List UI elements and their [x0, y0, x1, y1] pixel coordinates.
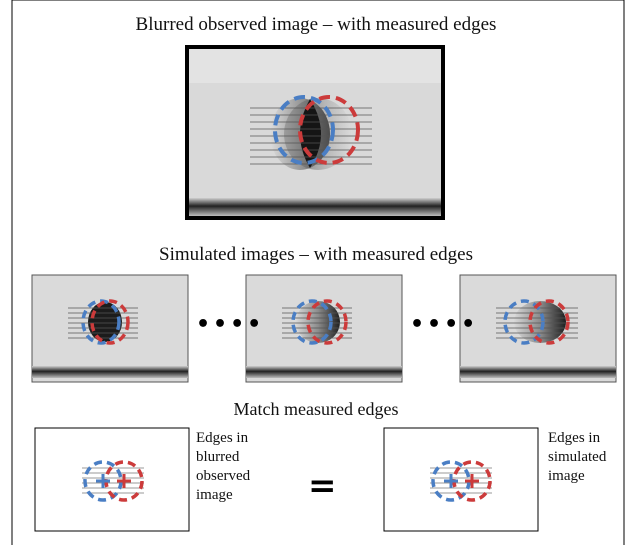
sim3-blue-edge [503, 299, 545, 345]
observed-red-edge [298, 95, 360, 165]
observed-edges-line-4: image [196, 487, 233, 503]
sim2-red-edge [306, 299, 348, 345]
sim3-red-edge [528, 299, 570, 345]
match-box-observed [34, 427, 190, 532]
observed-edges-label: Edges in blurred observed image [196, 429, 250, 505]
sim1-blue-edge [81, 299, 121, 345]
match-box-simulated [383, 427, 539, 532]
simulated-edges-line-1: Edges in [548, 430, 601, 446]
simulated-image-3 [459, 274, 617, 383]
match-title: Match measured edges [233, 399, 399, 419]
simulated-edges-line-3: image [548, 468, 585, 484]
simulated-edges-line-2: simulated [548, 449, 607, 465]
observed-edges-line-1: Edges in [196, 430, 249, 446]
observed-image [185, 45, 445, 220]
observed-edges-line-2: blurred [196, 449, 240, 465]
sim2-blue-edge [291, 299, 333, 345]
sim1-red-edge [90, 299, 130, 345]
simulated-image-2 [245, 274, 403, 383]
observed-blue-edge [273, 95, 335, 165]
simulated-edges-label: Edges in simulated image [548, 429, 606, 486]
simulated-image-1 [31, 274, 189, 383]
observed-edges-line-3: observed [196, 468, 251, 484]
observed-title: Blurred observed image – with measured e… [135, 14, 497, 35]
ellipsis-1: •••• [196, 312, 265, 337]
ellipsis-2: •••• [410, 312, 479, 337]
simulated-title: Simulated images – with measured edges [159, 244, 473, 265]
equals-sign: = [308, 466, 337, 506]
